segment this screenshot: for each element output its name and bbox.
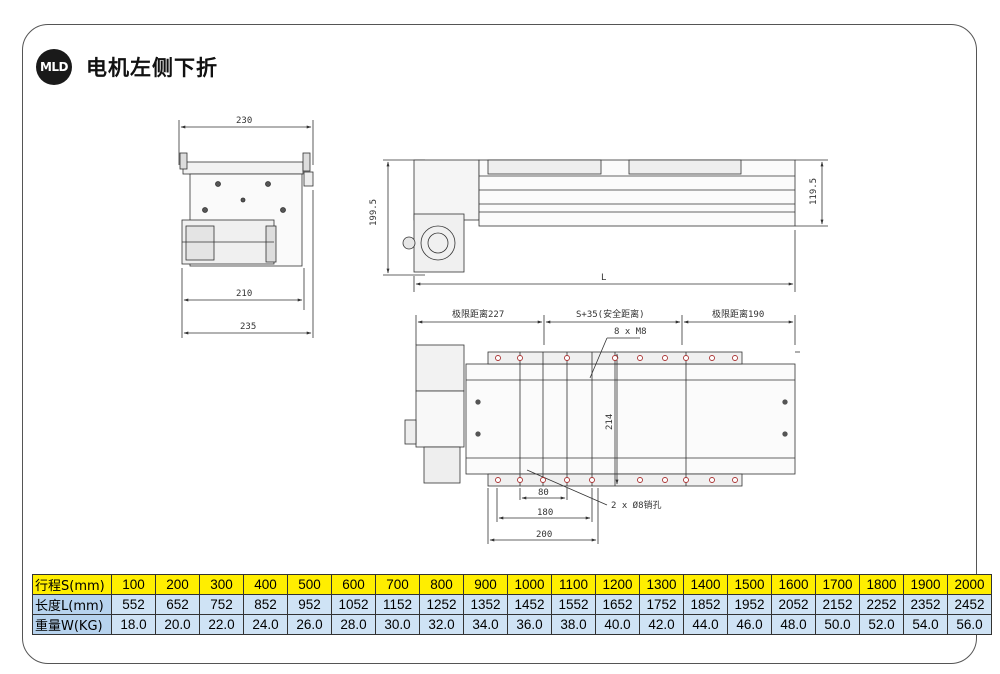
spec-cell: 200 (155, 574, 200, 595)
spec-cell: 1800 (859, 574, 904, 595)
spec-cell: 2452 (947, 594, 992, 615)
spec-cell: 1200 (595, 574, 640, 595)
spec-cell: 56.0 (947, 614, 992, 635)
spec-cell: 1952 (727, 594, 772, 615)
spec-cell: 1852 (683, 594, 728, 615)
spec-cell: 1452 (507, 594, 552, 615)
spec-cell: 48.0 (771, 614, 816, 635)
spec-cell: 900 (463, 574, 508, 595)
header: MLD 电机左侧下折 (36, 47, 218, 87)
spec-cell: 1052 (331, 594, 376, 615)
spec-cell: 1352 (463, 594, 508, 615)
spec-cell: 52.0 (859, 614, 904, 635)
spec-cell: 22.0 (199, 614, 244, 635)
side-dim-210: 210 (236, 289, 252, 299)
spec-cell: 1000 (507, 574, 552, 595)
spec-cell: 400 (243, 574, 288, 595)
spec-cell: 852 (243, 594, 288, 615)
spec-cell: 1552 (551, 594, 596, 615)
front-dim-119-5: 119.5 (809, 178, 819, 205)
spec-cell: 1752 (639, 594, 684, 615)
spec-cell: 1100 (551, 574, 596, 595)
spec-cell: 1400 (683, 574, 728, 595)
spec-cell: 20.0 (155, 614, 200, 635)
top-dim-limit-227: 极限距离227 (452, 308, 504, 320)
spec-cell: 18.0 (111, 614, 156, 635)
spec-row-label: 长度L(mm) (32, 594, 112, 615)
spec-cell: 54.0 (903, 614, 948, 635)
spec-cell: 50.0 (815, 614, 860, 635)
spec-row-label: 重量W(KG) (32, 614, 112, 635)
spec-cell: 30.0 (375, 614, 420, 635)
top-dim-180: 180 (537, 508, 553, 518)
spec-cell: 800 (419, 574, 464, 595)
top-dim-limit-190: 极限距离190 (712, 308, 764, 320)
spec-cell: 1500 (727, 574, 772, 595)
spec-cell: 2052 (771, 594, 816, 615)
front-dim-199-5: 199.5 (369, 199, 379, 226)
spec-cell: 28.0 (331, 614, 376, 635)
top-view-holes (475, 355, 788, 483)
spec-cell: 1152 (375, 594, 420, 615)
top-dim-200: 200 (536, 530, 552, 540)
spec-cell: 752 (199, 594, 244, 615)
spec-cell: 2352 (903, 594, 948, 615)
spec-cell: 36.0 (507, 614, 552, 635)
spec-cell: 2000 (947, 574, 992, 595)
spec-row-label: 行程S(mm) (32, 574, 112, 595)
spec-cell: 600 (331, 574, 376, 595)
spec-cell: 32.0 (419, 614, 464, 635)
spec-cell: 2152 (815, 594, 860, 615)
spec-cell: 42.0 (639, 614, 684, 635)
front-view (383, 159, 828, 292)
top-dim-holes: 8 x M8 (614, 327, 647, 337)
top-dim-safety: S+35(安全距离) (576, 308, 645, 320)
spec-cell: 2252 (859, 594, 904, 615)
top-dim-pin: 2 x Ø8销孔 (611, 499, 662, 511)
spec-cell: 26.0 (287, 614, 332, 635)
spec-cell: 1900 (903, 574, 948, 595)
spec-cell: 100 (111, 574, 156, 595)
spec-cell: 700 (375, 574, 420, 595)
side-dim-230: 230 (236, 116, 252, 126)
side-dim-235: 235 (240, 322, 256, 332)
spec-cell: 34.0 (463, 614, 508, 635)
spec-cell: 38.0 (551, 614, 596, 635)
spec-cell: 1652 (595, 594, 640, 615)
top-view (404, 315, 800, 544)
page-title: 电机左侧下折 (86, 56, 218, 80)
spec-cell: 1300 (639, 574, 684, 595)
brand-logo: MLD (36, 49, 72, 85)
spec-cell: 1252 (419, 594, 464, 615)
side-view (178, 120, 314, 338)
spec-cell: 24.0 (243, 614, 288, 635)
spec-cell: 300 (199, 574, 244, 595)
spec-cell: 1600 (771, 574, 816, 595)
spec-cell: 952 (287, 594, 332, 615)
spec-cell: 1700 (815, 574, 860, 595)
page-frame (22, 24, 977, 664)
top-dim-214: 214 (605, 414, 615, 430)
spec-cell: 46.0 (727, 614, 772, 635)
spec-cell: 40.0 (595, 614, 640, 635)
spec-cell: 44.0 (683, 614, 728, 635)
top-dim-80: 80 (538, 488, 549, 498)
spec-cell: 500 (287, 574, 332, 595)
front-dim-L: L (601, 273, 606, 283)
spec-cell: 652 (155, 594, 200, 615)
spec-cell: 552 (111, 594, 156, 615)
